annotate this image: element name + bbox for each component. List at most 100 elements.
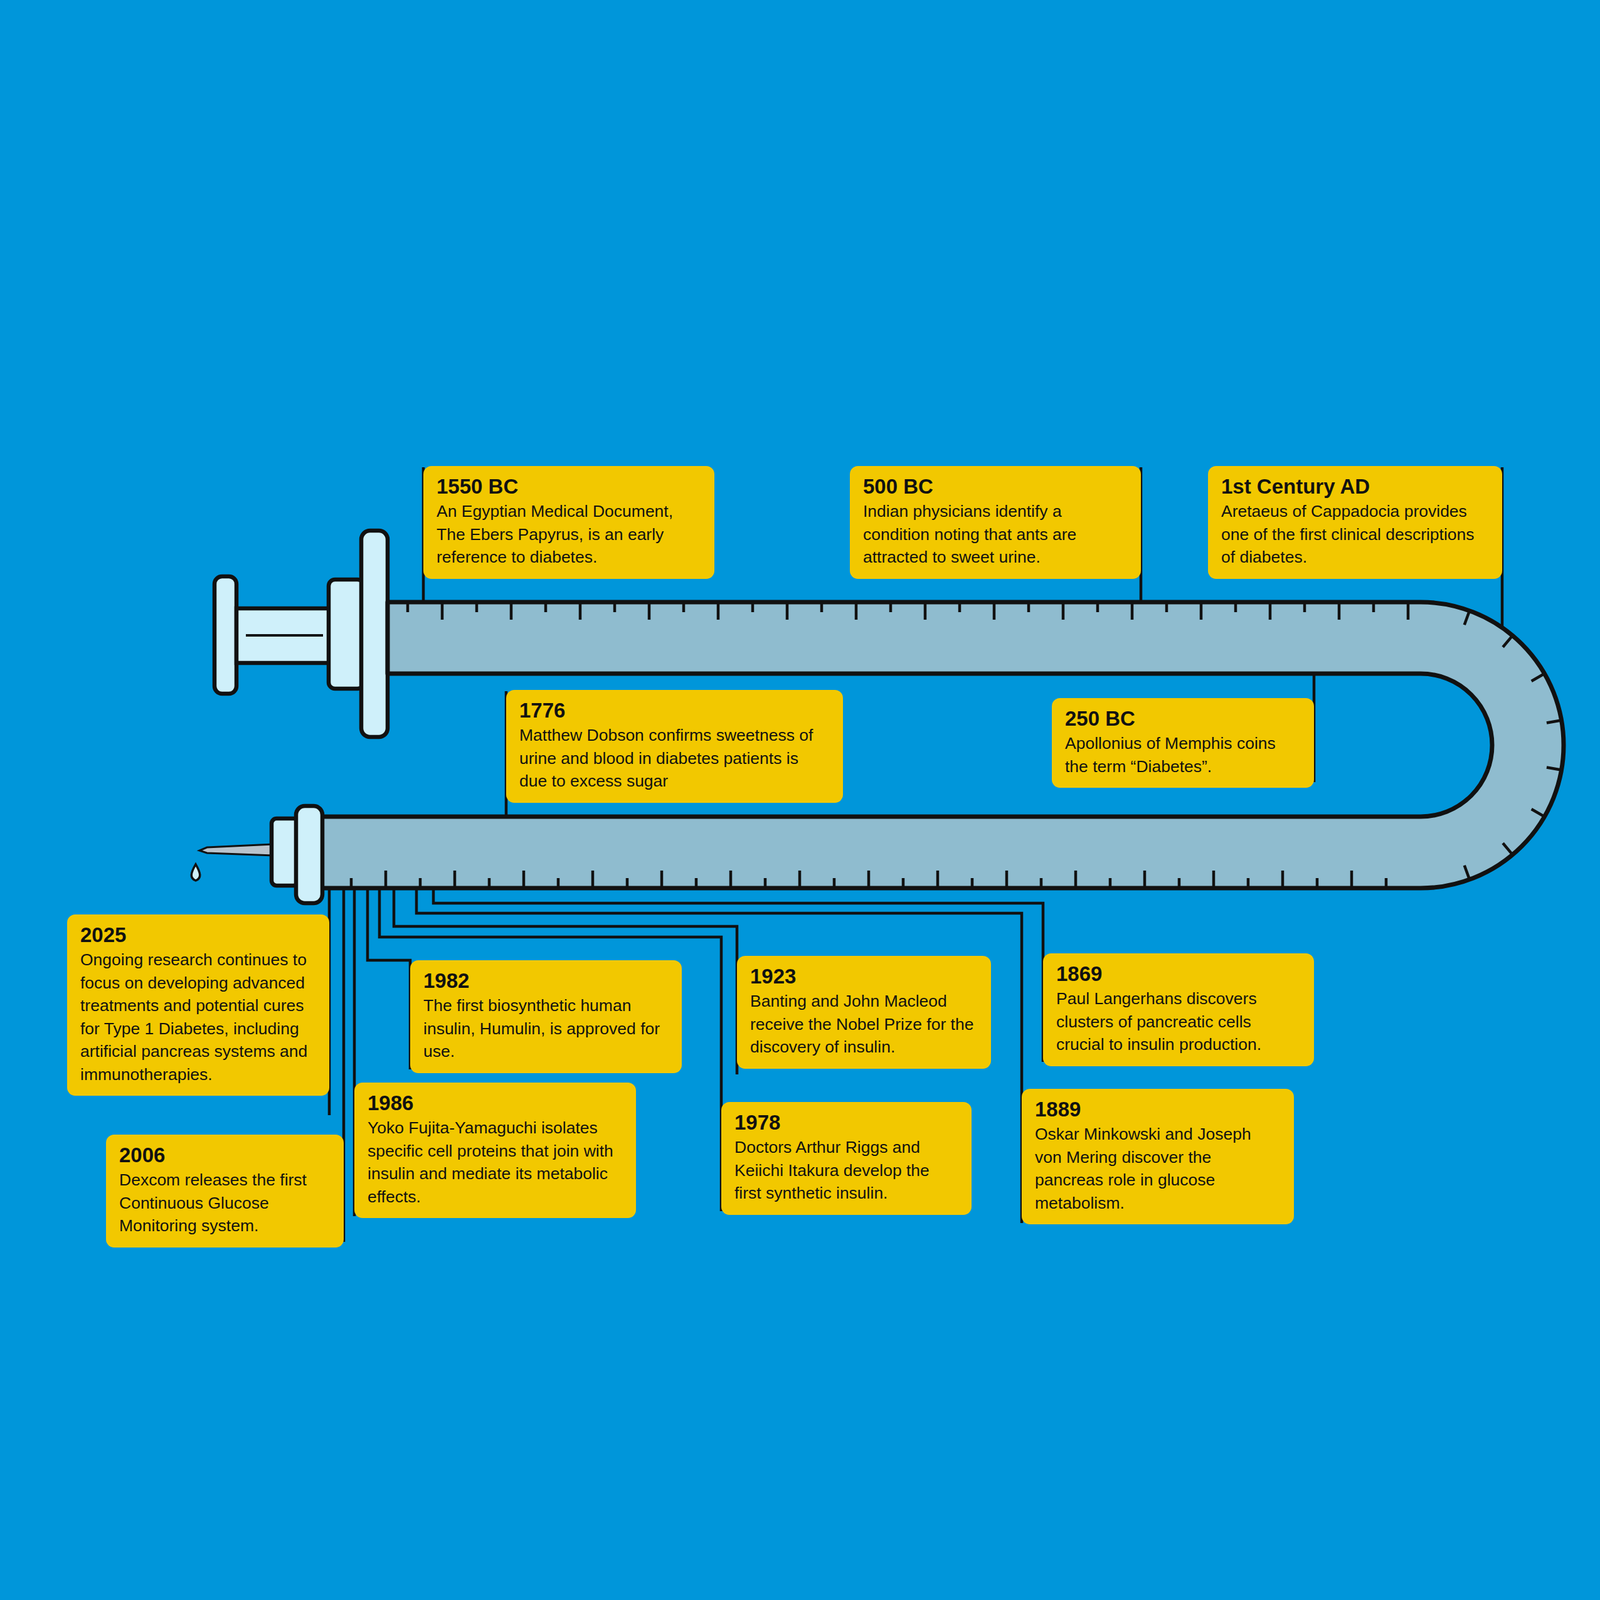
needle [199,844,274,856]
scale-tick [1039,878,1044,887]
timeline-box: 1982The first biosynthetic human insulin… [410,960,682,1074]
timeline-box: 1923Banting and John Macleod receive the… [736,955,991,1069]
year-heading: 2006 [119,1143,332,1168]
event-text: Aretaeus of Cappadocia provides one of t… [1221,499,1490,569]
scale-tick [475,603,479,613]
year-heading: 2025 [80,923,317,948]
scale-tick [1502,842,1512,854]
scale-tick [751,603,755,613]
timeline-box: 500 BCIndian physicians identify a condi… [849,466,1141,579]
event-text: Ongoing research continues to focus on d… [80,948,317,1086]
scale-tick [384,870,388,887]
timeline-box: 1st Century ADAretaeus of Cappadocia pro… [1207,466,1503,579]
scale-tick [763,878,768,887]
drop [191,864,201,881]
scale-tick [716,603,721,620]
event-text: Doctors Arthur Riggs and Keiichi Itakura… [734,1135,959,1205]
scale-tick [1234,603,1238,613]
scale-tick [901,878,906,887]
scale-tick [1027,603,1031,613]
event-text: An Egyptian Medical Document, The Ebers … [436,499,702,569]
scale-tick [1130,603,1134,620]
scale-tick [1303,603,1307,613]
scale-tick [1384,878,1389,887]
scale-tick [936,870,940,887]
scale-tick [1199,603,1203,620]
scale-tick [1212,870,1216,887]
scale-tick [992,603,997,620]
scale-tick [1502,636,1512,648]
needle-hub [296,805,323,904]
timeline-box: 1986Yoko Fujita-Yamaguchi isolates speci… [354,1082,636,1219]
scale-tick [440,603,445,620]
year-heading: 1st Century AD [1221,474,1490,499]
year-heading: 1889 [1034,1097,1282,1122]
scale-tick [1165,603,1169,613]
scale-tick [1061,603,1065,620]
scale-tick [591,870,595,887]
scale-tick [509,603,514,620]
scale-ticks [351,603,1561,887]
year-heading: 1923 [750,964,979,989]
scale-tick [970,878,975,887]
barrel-flange [361,530,388,737]
year-heading: 1978 [734,1110,959,1135]
scale-tick [1246,878,1251,887]
event-text: Yoko Fujita-Yamaguchi isolates specific … [367,1116,624,1208]
scale-tick [349,878,354,887]
year-heading: 1869 [1056,962,1302,986]
scale-tick [1268,603,1272,620]
scale-tick [453,870,457,887]
year-heading: 500 BC [863,474,1129,499]
scale-tick [1337,603,1341,620]
year-heading: 1550 BC [436,474,702,499]
event-text: Dexcom releases the first Continuous Glu… [119,1168,332,1238]
scale-tick [867,870,871,887]
scale-tick [694,878,699,887]
scale-tick [1005,870,1009,887]
scale-tick [1108,878,1113,887]
event-text: Banting and John Macleod receive the Nob… [750,989,979,1059]
year-heading: 250 BC [1064,706,1302,731]
scale-tick [1464,865,1470,879]
timeline-box: 1889Oskar Minkowski and Joseph von Merin… [1021,1088,1294,1225]
scale-tick [578,603,583,620]
scale-tick [1315,878,1320,887]
scale-tick [1406,603,1410,620]
scale-tick [487,878,492,887]
timeline-box: 2006Dexcom releases the first Continuous… [105,1134,344,1248]
event-text: The first biosynthetic human insulin, Hu… [423,994,670,1064]
scale-tick [1096,603,1100,613]
scale-tick [647,603,652,620]
scale-tick [832,878,837,887]
scale-tick [729,870,733,887]
scale-tick [1143,870,1147,887]
scale-tick [1281,870,1285,887]
year-heading: 1776 [519,698,831,723]
plunger-block [328,579,364,689]
scale-tick [854,603,859,620]
scale-tick [660,870,664,887]
scale-tick [625,878,630,887]
leader-line [367,871,411,1070]
timeline-box: 2025Ongoing research continues to focus … [67,914,330,1096]
scale-tick [406,603,410,613]
scale-tick [798,870,802,887]
scale-tick [1531,674,1544,682]
plunger-rod [236,608,331,663]
scale-tick [544,603,548,613]
year-heading: 1986 [367,1091,624,1116]
scale-tick [1372,603,1376,613]
scale-tick [785,603,790,620]
scale-tick [958,603,962,613]
scale-tick [1531,809,1544,816]
scale-tick [1074,870,1078,887]
scale-tick [1546,767,1561,770]
scale-tick [923,603,928,620]
scale-tick [820,603,824,613]
scale-tick [1350,870,1354,887]
scale-tick [1464,612,1470,626]
scale-tick [418,878,423,887]
scale-tick [1546,720,1561,724]
